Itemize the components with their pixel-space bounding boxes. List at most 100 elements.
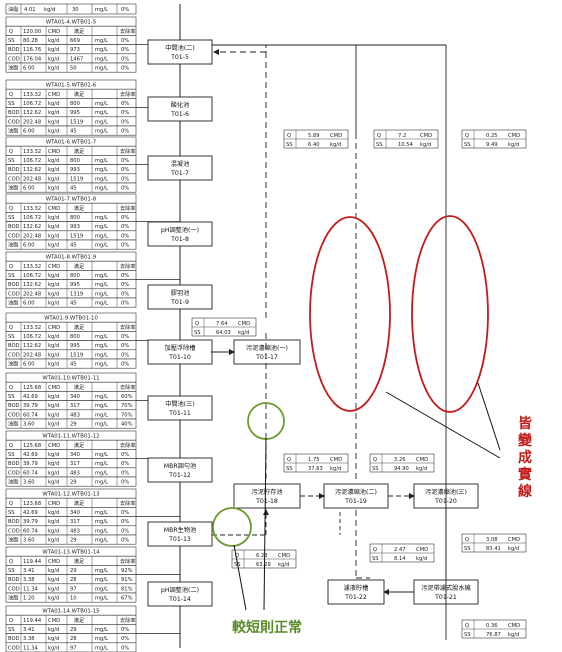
row-unit: kg/d [48, 119, 59, 125]
row-rate: 0% [121, 224, 129, 230]
row-conc: 45 [70, 186, 77, 192]
row-unit: kg/d [48, 412, 59, 418]
row-unit: kg/d [48, 158, 59, 164]
row-load: 3.60 [23, 480, 35, 486]
row-rate: 0% [121, 452, 129, 458]
row-label: SS [8, 394, 15, 400]
row-unit: CMD [48, 618, 60, 624]
row-rate: 0% [121, 167, 129, 173]
row-unit: CMD [48, 29, 60, 35]
flow-ss-value: 6.40 [308, 142, 320, 148]
row-rate: 91% [121, 577, 133, 583]
unit-name: 膠羽池 [171, 289, 190, 297]
unit-code: T01-20 [434, 498, 457, 505]
row-unit2: mg/L [95, 56, 108, 62]
row-label: COD [8, 176, 20, 182]
row-conc: 50 [70, 66, 77, 72]
row-conc: 29 [70, 627, 77, 633]
unit-code: T01-12 [168, 472, 191, 479]
flow-q-unit: CMD [416, 547, 428, 553]
row-unit: CMD [48, 501, 60, 507]
row-label: Q [9, 264, 13, 270]
row-conc: 340 [70, 452, 80, 458]
row-rate: 0% [121, 627, 129, 633]
row-unit: kg/d [48, 101, 59, 107]
row-load: 42.69 [23, 394, 38, 400]
row-unit: CMD [48, 264, 60, 270]
row-unit2: mg/L [95, 129, 108, 135]
row-conc: 45 [70, 243, 77, 249]
row-label: SS [8, 215, 15, 221]
unit-code: T01-11 [168, 410, 191, 417]
row-label: Q [9, 325, 13, 331]
flow-q-label: Q [373, 457, 377, 463]
row-unit: kg/d [48, 343, 59, 349]
row-load: 116.76 [23, 47, 41, 53]
row-label: SS [8, 158, 15, 164]
row-label: Q [9, 618, 13, 624]
row-unit: kg/d [48, 568, 59, 574]
row-conc: 800 [70, 273, 80, 279]
flow-ss-label: SS [464, 632, 471, 638]
row-label: BOD [8, 519, 20, 525]
stream-table-id: WTA01-8.WTB01-9 [46, 255, 97, 261]
row-rate: 去除率 [120, 262, 136, 270]
unit-name: 酸化池 [171, 101, 190, 109]
row-conc: 45 [70, 129, 77, 135]
row-rate: 0% [121, 215, 129, 221]
row-load: 125.68 [23, 385, 41, 391]
row-unit2: mg/L [95, 176, 108, 182]
row-rate: 0% [121, 461, 129, 467]
row-unit2: mg/L [95, 158, 108, 164]
row-conc: 28 [70, 636, 77, 642]
flow-ss-value: 94.90 [394, 466, 409, 472]
flow-ss-unit: kg/d [238, 330, 249, 336]
row-unit2: mg/L [95, 627, 108, 633]
row-load: 6.00 [23, 129, 35, 135]
process-unit: 中間池(二)T01-5 [147, 39, 213, 65]
stream-table-id: WTA01-4.WTB01-5 [46, 20, 96, 26]
row-label: 油脂 [8, 127, 18, 135]
row-unit: kg/d [48, 243, 59, 249]
row-unit: kg/d [48, 110, 59, 116]
row-unit2: mg/L [95, 243, 108, 249]
row-unit2: mg/L [95, 452, 108, 458]
row-label: 油脂 [8, 536, 18, 544]
flow-ss-label: SS [376, 142, 383, 148]
row-load: 132.62 [23, 224, 41, 230]
row-label: Q [9, 29, 13, 35]
row-unit: kg/d [48, 129, 59, 135]
green-pointer-b [233, 544, 247, 611]
row-unit2: mg/L [95, 577, 108, 583]
row-conc: 669 [70, 38, 80, 44]
row-label: COD [8, 56, 20, 62]
row-rate: 92% [121, 568, 133, 574]
row-conc: 45 [70, 362, 77, 368]
row-rate: 0% [121, 158, 129, 164]
row-load: 60.74 [23, 528, 39, 534]
green-pointer-a [263, 437, 267, 611]
row-unit2: mg/L [95, 403, 108, 409]
row-unit2: mg/L [95, 519, 108, 525]
row-load: 11.34 [23, 645, 39, 651]
row-conc: 滿足 [74, 616, 84, 624]
unit-code: T01-19 [344, 498, 367, 505]
row-load: 202.48 [23, 119, 41, 125]
flow-ss-unit: kg/d [330, 142, 341, 148]
row-rate: 0% [121, 56, 129, 62]
flow-q-label: Q [235, 553, 239, 559]
row-load: 6.00 [23, 243, 35, 249]
flow-ss-value: 9.49 [486, 142, 498, 148]
red-ellipse-left [309, 216, 391, 412]
row-load: 106.72 [23, 273, 41, 279]
row-load: 60.74 [23, 412, 39, 418]
